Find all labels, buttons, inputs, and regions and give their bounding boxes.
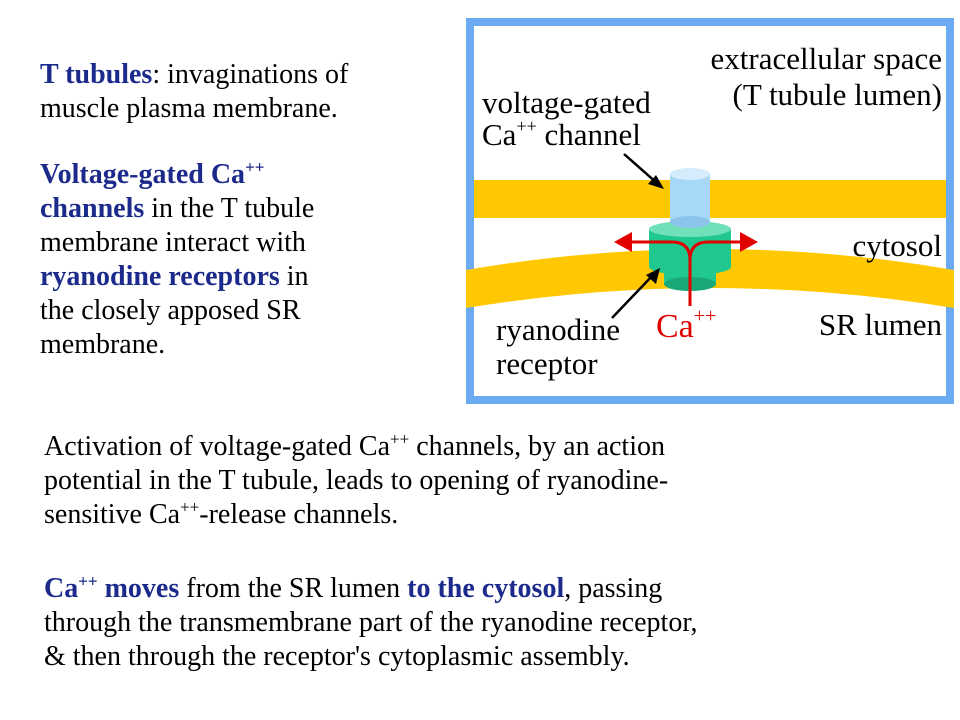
- vg-channel-pointer: [623, 153, 659, 185]
- label-vg-channel-2: Ca++ channel: [482, 116, 641, 152]
- label-extracellular-2: (T tubule lumen): [733, 77, 943, 112]
- voltage-gated-channel: [670, 168, 710, 228]
- membrane-diagram: extracellular space (T tubule lumen) vol…: [466, 18, 954, 404]
- label-cytosol: cytosol: [852, 228, 942, 263]
- ca-moves-term: Ca++ moves: [44, 571, 180, 604]
- vg-channel-pointer-head: [648, 175, 664, 189]
- label-vg-channel-1: voltage-gated: [482, 85, 651, 120]
- label-ryanodine-1: ryanodine: [496, 312, 620, 347]
- label-sr-lumen: SR lumen: [819, 307, 943, 342]
- ryanodine-pointer-head: [646, 268, 660, 284]
- arrowhead-right: [740, 232, 758, 252]
- label-ryanodine-2: receptor: [496, 346, 598, 381]
- ryanodine-pointer: [611, 273, 655, 319]
- label-ca: Ca++: [656, 305, 716, 345]
- label-extracellular-1: extracellular space: [711, 41, 943, 76]
- voltage-gated-text: Voltage-gated Ca++ channels in the T tub…: [40, 157, 315, 360]
- t-tubules-term: T tubules: [40, 59, 153, 90]
- voltage-gated-term: Voltage-gated Ca++: [40, 157, 265, 190]
- to-cytosol-term: to the cytosol: [407, 573, 565, 604]
- arrowhead-left: [614, 232, 632, 252]
- ca-moves-text: Ca++ moves from the SR lumen to the cyto…: [44, 571, 698, 672]
- t-tubules-text: T tubules: invaginations of muscle plasm…: [40, 59, 349, 124]
- ryanodine-receptors-term: ryanodine receptors: [40, 261, 280, 292]
- activation-text: Activation of voltage-gated Ca++ channel…: [44, 429, 669, 530]
- ca-flow-arrows: [628, 240, 746, 306]
